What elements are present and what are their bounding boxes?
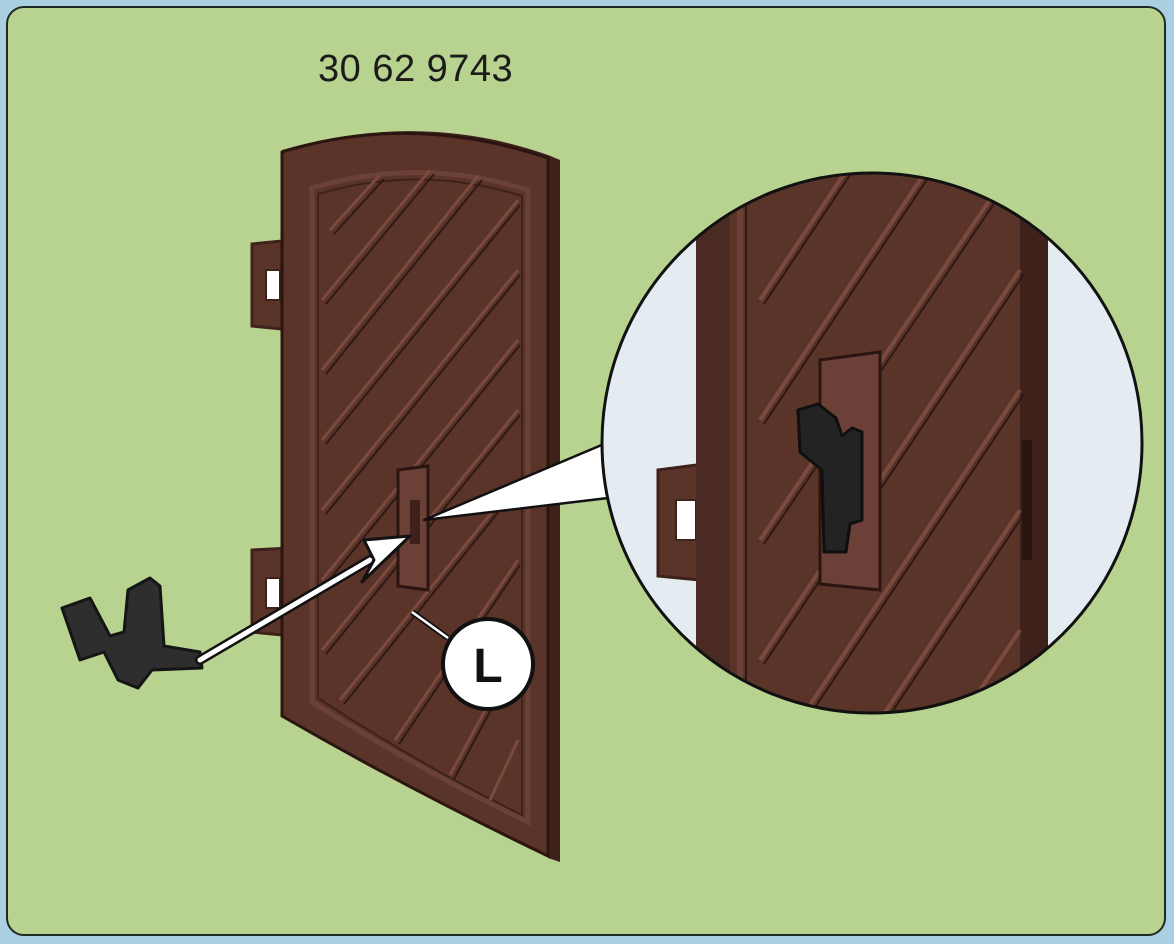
latch-hook-icon	[62, 578, 202, 688]
magnifier-detail-icon	[602, 150, 1142, 750]
callout-letter: L	[473, 640, 502, 693]
